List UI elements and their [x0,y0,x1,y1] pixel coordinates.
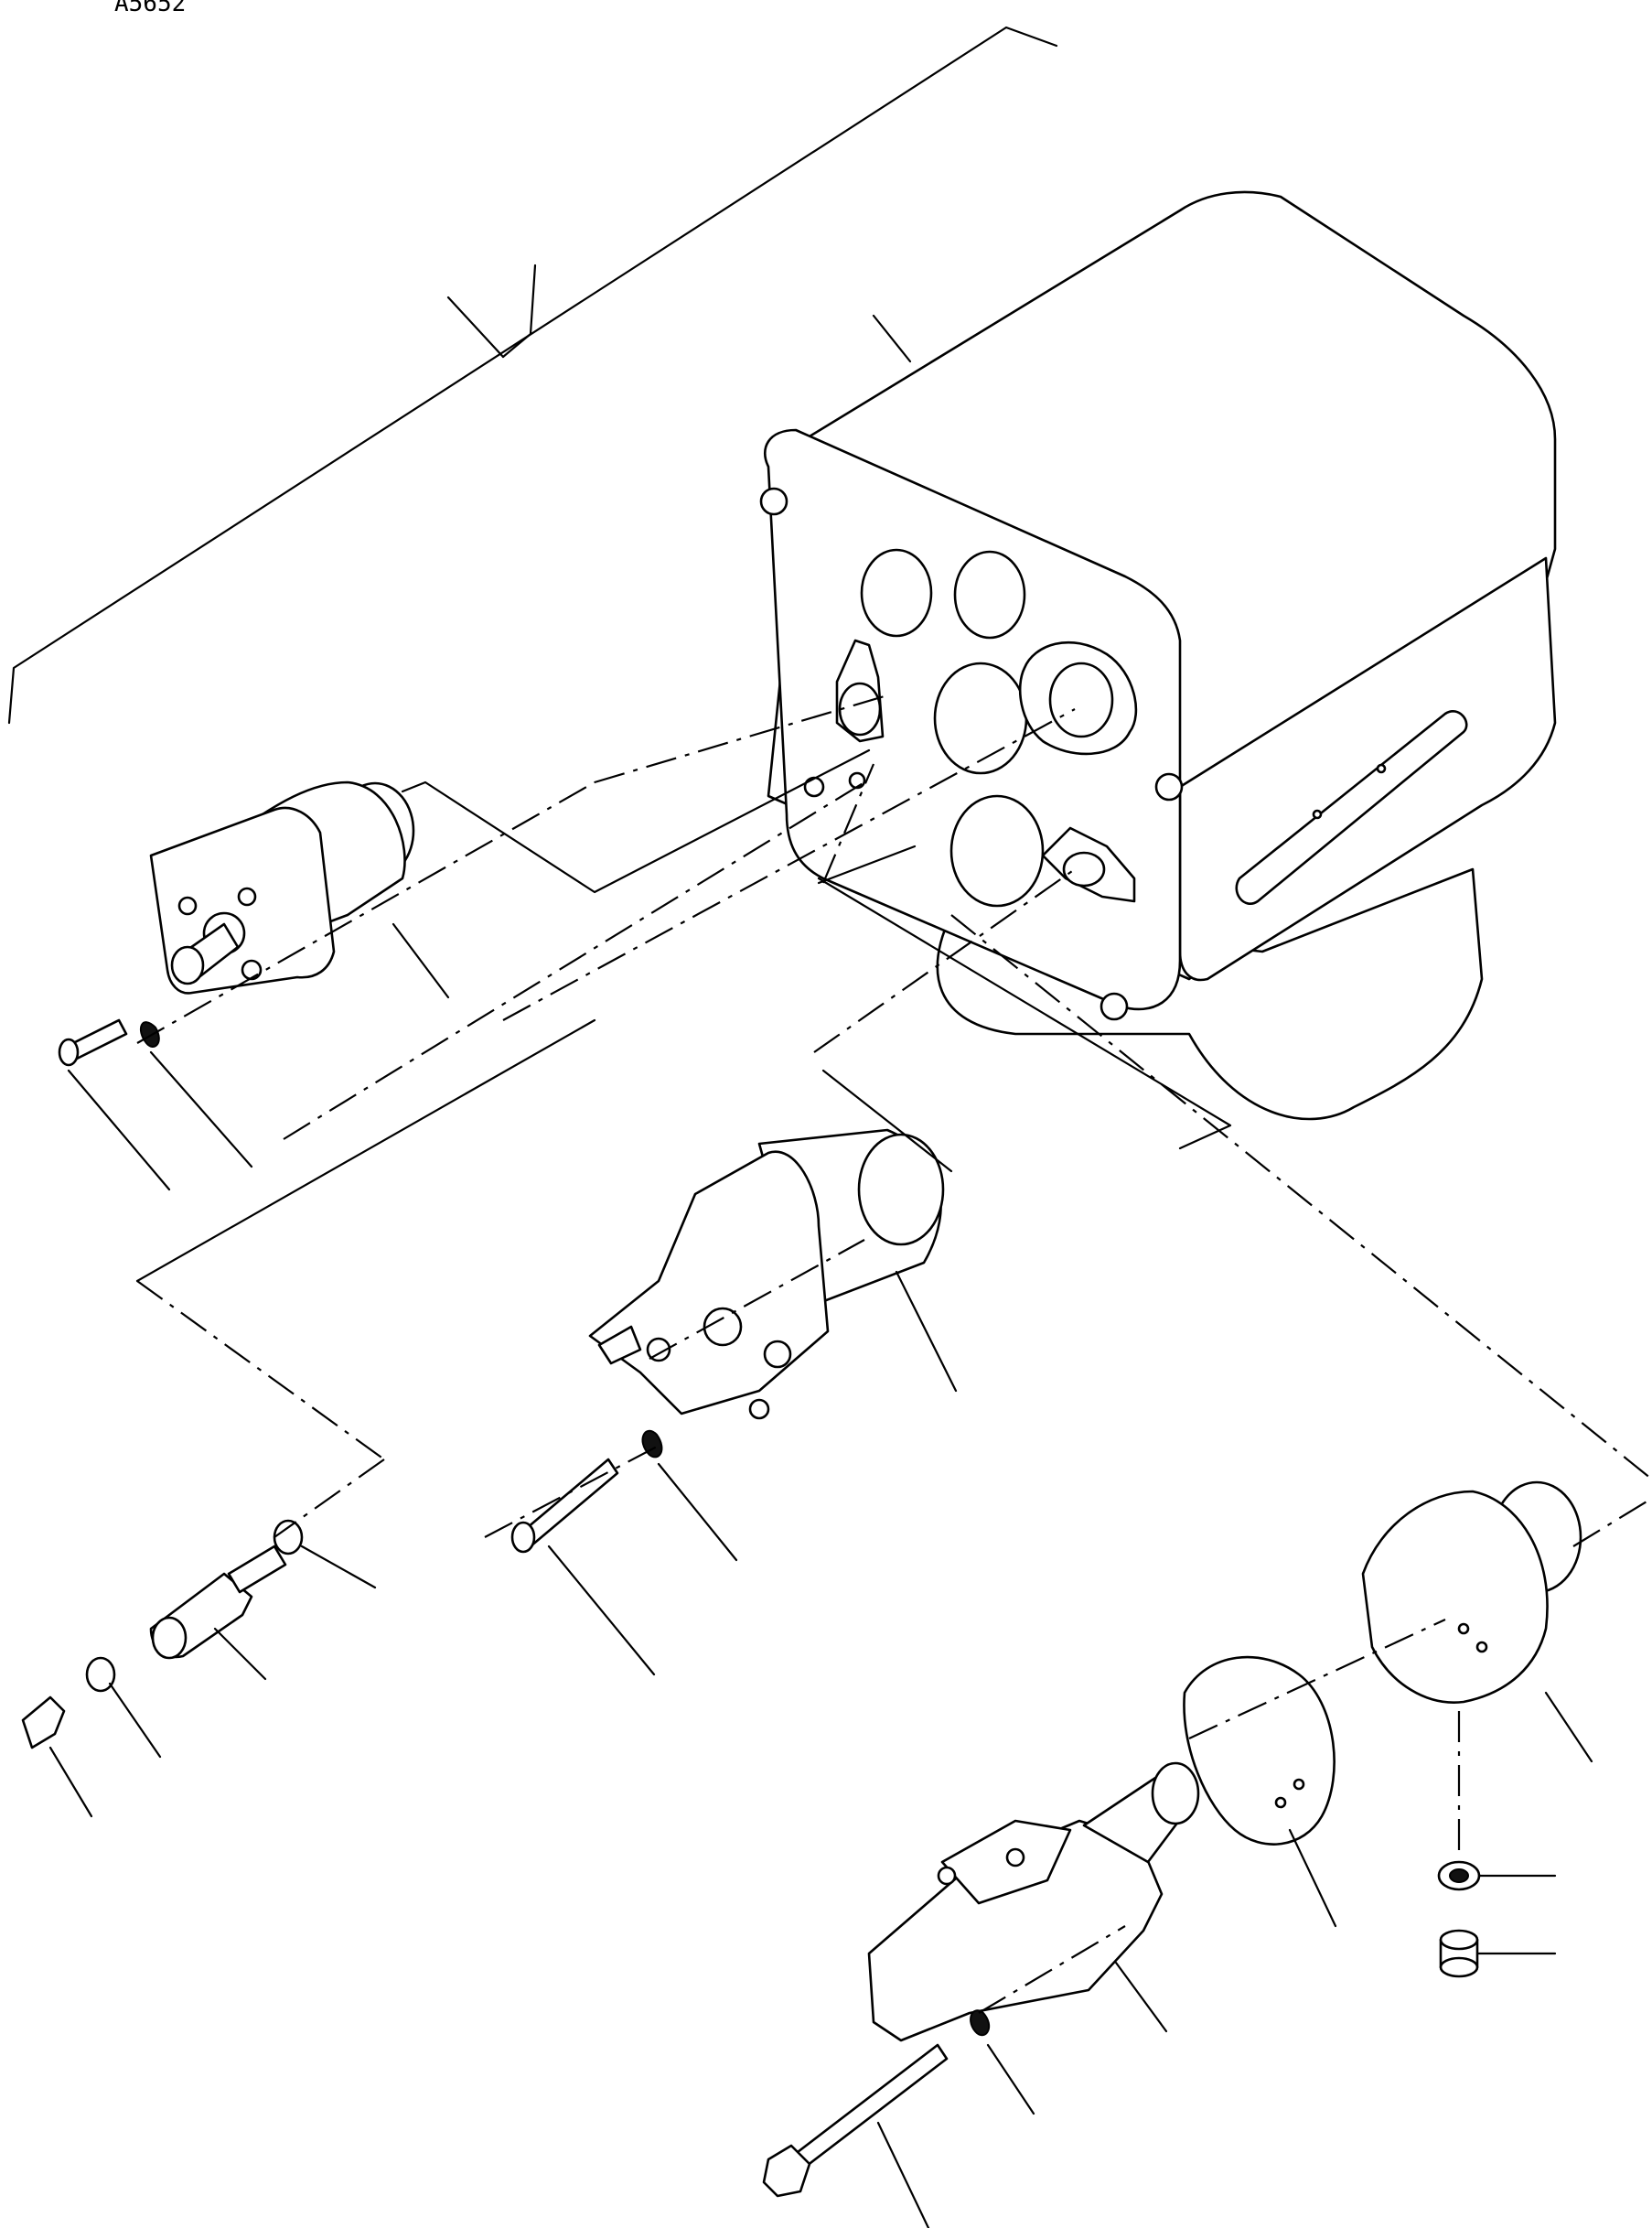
left-motor-assembly [58,780,450,1191]
gearbox-housing [759,190,1557,1121]
alignment-lines [136,694,1652,2014]
connector-lines [135,748,1232,1283]
sensor-assembly [21,1519,377,1818]
group-bracket [7,26,1058,725]
lower-right-assembly [762,1480,1593,2228]
center-motor-assembly [510,1128,958,1676]
figure-reference-code: A5652 [114,0,186,17]
